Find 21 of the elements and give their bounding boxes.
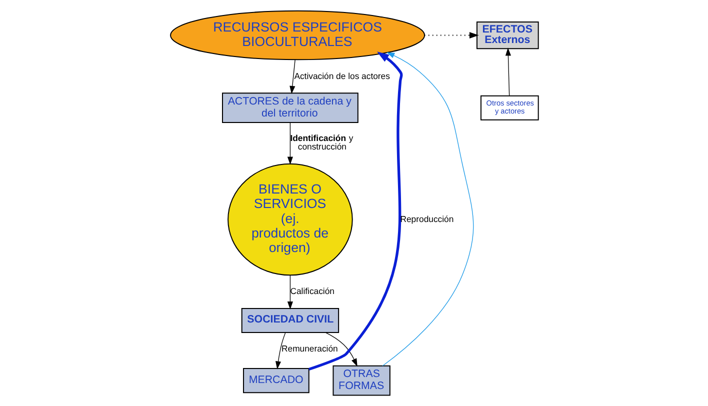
arrow	[289, 60, 295, 94]
arrow	[324, 332, 357, 367]
arrow	[286, 274, 292, 310]
node-ellipse: BIENES O SERVICIOS (ej. productos de origen)	[227, 163, 352, 276]
node-box: ACTORES de la cadena y del territorio	[222, 92, 358, 123]
edge-label: Identificación y construcción	[290, 132, 353, 152]
edge-label: Calificación	[290, 286, 334, 296]
node-box: OTRAS FORMAS	[332, 365, 390, 396]
node-box: SOCIEDAD CIVIL	[240, 308, 339, 334]
arrow	[286, 122, 292, 165]
arrow	[274, 332, 286, 370]
arrow	[504, 48, 510, 96]
edge-label: Remuneración	[281, 343, 338, 354]
arrow	[308, 52, 402, 371]
edge-label: Activación de los actores	[294, 70, 390, 81]
arrow	[424, 32, 478, 39]
node-box: MERCADO	[242, 368, 309, 394]
node-box: Otros sectores y actores	[480, 95, 538, 120]
arrow	[382, 52, 474, 366]
node-box: EFECTOS Externos	[476, 21, 538, 50]
edge-label: Reproducción	[400, 214, 454, 224]
